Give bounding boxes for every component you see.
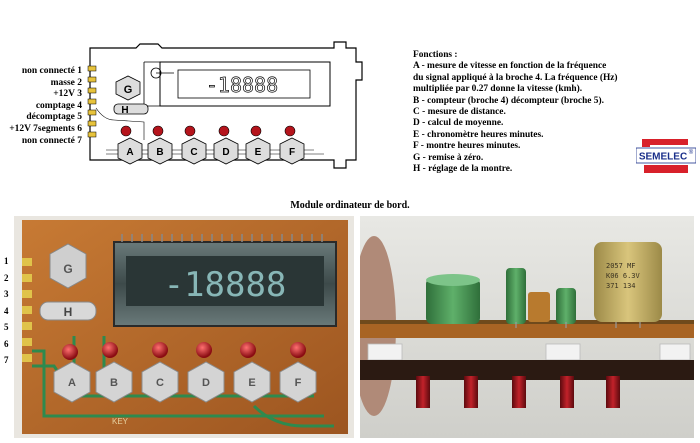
- function-line-6: D - calcul de moyenne.: [413, 118, 504, 129]
- pin-label-4: comptage 4: [35, 100, 82, 111]
- diagram-key-g: G: [124, 84, 133, 96]
- pin-label-list: non connecté 1 masse 2 +12V 3 comptage 4…: [0, 66, 82, 147]
- edge-number-5: 5: [4, 322, 9, 332]
- function-line-7: E - chronomètre heures minutes.: [413, 129, 544, 140]
- photo-key-d: D: [202, 377, 210, 389]
- pin-label-1: non connecté 1: [21, 66, 82, 76]
- function-line-10: H - réglage de la montre.: [413, 164, 513, 175]
- function-line-3: multipliée par 0.27 donne la vitesse (km…: [413, 84, 583, 95]
- logo-text: SEMELEC: [639, 152, 687, 163]
- pcb-silkscreen-text: KEY: [112, 417, 129, 426]
- semelec-logo: SEMELEC ®: [636, 139, 696, 173]
- diagram-key-f: F: [289, 147, 295, 158]
- photo-key-h: H: [64, 305, 73, 319]
- functions-title: Fonctions :: [413, 50, 458, 60]
- module-diagram: -18888 G H A B C D E F: [87, 41, 363, 169]
- edge-number-3: 3: [4, 289, 9, 299]
- functions-list: Fonctions : A - mesure de vitesse en fon…: [413, 50, 618, 175]
- diagram-key-b: B: [156, 147, 163, 158]
- photo-edge-numbers: 1 2 3 4 5 6 7: [4, 256, 9, 372]
- pin-label-6: +12V 7segments 6: [9, 123, 82, 134]
- cap-label-line-3: 371 134: [606, 282, 636, 290]
- function-line-1: A - mesure de vitesse en fonction de la …: [413, 61, 607, 72]
- diagram-key-e: E: [255, 147, 262, 158]
- pin-label-3: +12V 3: [53, 89, 82, 100]
- function-line-5: C - mesure de distance.: [413, 107, 506, 118]
- figure-caption: Module ordinateur de bord.: [290, 200, 410, 211]
- function-line-8: F - montre heures minutes.: [413, 141, 521, 152]
- diagram-key-h: H: [121, 105, 128, 116]
- edge-number-4: 4: [4, 305, 9, 316]
- photo-key-g: G: [63, 262, 72, 276]
- edge-number-2: 2: [4, 272, 9, 283]
- diagram-key-d: D: [222, 147, 229, 158]
- diagram-key-a: A: [126, 147, 133, 158]
- function-line-2: du signal appliqué à la broche 4. La fré…: [413, 72, 618, 83]
- photo-key-a: A: [68, 377, 76, 389]
- pin-label-7: non connecté 7: [21, 135, 82, 146]
- logo-registered-mark: ®: [689, 149, 694, 156]
- photo-key-e: E: [248, 377, 255, 389]
- diagram-display-text: -18888: [206, 73, 278, 97]
- pcb-side-photo: 2057 MF K06 6.3V 371 134: [360, 216, 694, 438]
- diagram-key-c: C: [190, 147, 197, 158]
- edge-number-7: 7: [4, 355, 9, 365]
- photo-key-b: B: [110, 377, 118, 389]
- photo-display-text: -18888: [164, 265, 287, 305]
- cap-label-line-1: 2057 MF: [606, 262, 636, 270]
- pin-label-2: masse 2: [50, 77, 82, 88]
- edge-number-1: 1: [4, 256, 9, 266]
- edge-number-6: 6: [4, 338, 9, 349]
- function-line-4: B - compteur (broche 4) décompteur (broc…: [413, 95, 604, 106]
- pin-label-5: décomptage 5: [26, 112, 82, 123]
- photo-key-f: F: [295, 377, 302, 389]
- function-line-9: G - remise à zéro.: [413, 152, 484, 163]
- cap-label-line-2: K06 6.3V: [606, 272, 641, 280]
- photo-key-c: C: [156, 377, 164, 389]
- pcb-front-photo: -18888 G H A B C D E F KEY: [14, 216, 354, 438]
